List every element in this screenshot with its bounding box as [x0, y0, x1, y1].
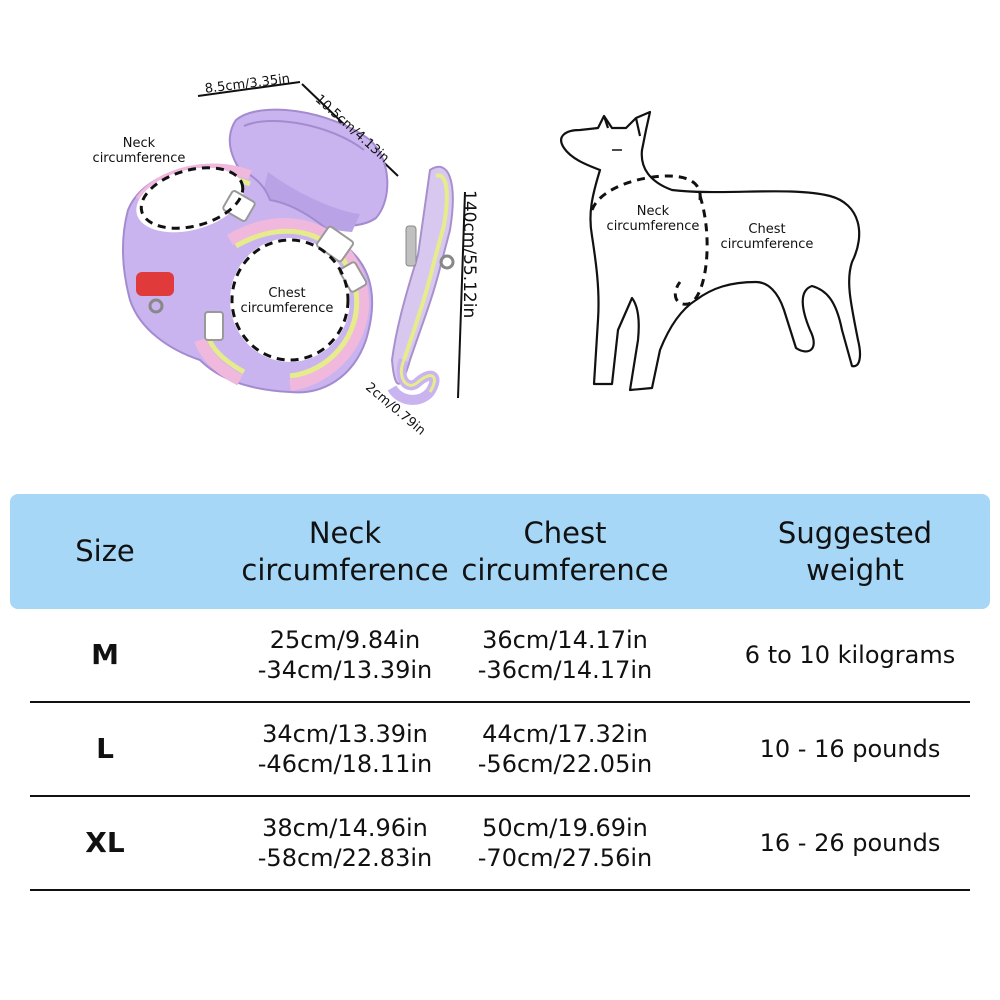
leash-length-label: 140cm/55.12in — [459, 190, 479, 319]
width-dimension-line — [197, 81, 301, 97]
weight-cell: 10 - 16 pounds — [759, 735, 941, 763]
size-cell: L — [96, 732, 114, 765]
size-cell: M — [91, 638, 119, 671]
neck-cell: 38cm/14.96in-58cm/22.83in — [257, 814, 433, 872]
product-figure: 8.5cm/3.35in 10.5cm/4.13in 140cm/55.12in… — [0, 0, 1000, 470]
size-cell: XL — [85, 826, 125, 859]
harness-image — [121, 163, 374, 394]
chest-cell: 36cm/14.17in-36cm/14.17in — [477, 626, 653, 684]
neck-cell: 34cm/13.39in-46cm/18.11in — [257, 720, 433, 778]
leash-dimension-line — [457, 191, 466, 399]
dog-chest-guide — [673, 195, 709, 306]
chest-cell: 50cm/19.69in-70cm/27.56in — [477, 814, 653, 872]
table-row: XL 38cm/14.96in-58cm/22.83in 50cm/19.69i… — [30, 797, 970, 891]
leash-image — [387, 165, 455, 405]
weight-cell: 16 - 26 pounds — [759, 829, 941, 857]
header-size: Size — [75, 534, 135, 568]
table-row: M 25cm/9.84in-34cm/13.39in 36cm/14.17in-… — [30, 609, 970, 703]
dog-outline-image — [560, 110, 862, 392]
weight-cell: 6 to 10 kilograms — [744, 641, 956, 669]
table-row: L 34cm/13.39in-46cm/18.11in 44cm/17.32in… — [30, 703, 970, 797]
red-tag-icon — [136, 272, 174, 296]
chest-cell: 44cm/17.32in-56cm/22.05in — [477, 720, 653, 778]
chest-guide — [230, 238, 350, 362]
neck-cell: 25cm/9.84in-34cm/13.39in — [257, 626, 433, 684]
neck-guide — [139, 166, 245, 230]
dog-neck-guide — [590, 174, 702, 211]
harness-illustration — [121, 81, 862, 405]
